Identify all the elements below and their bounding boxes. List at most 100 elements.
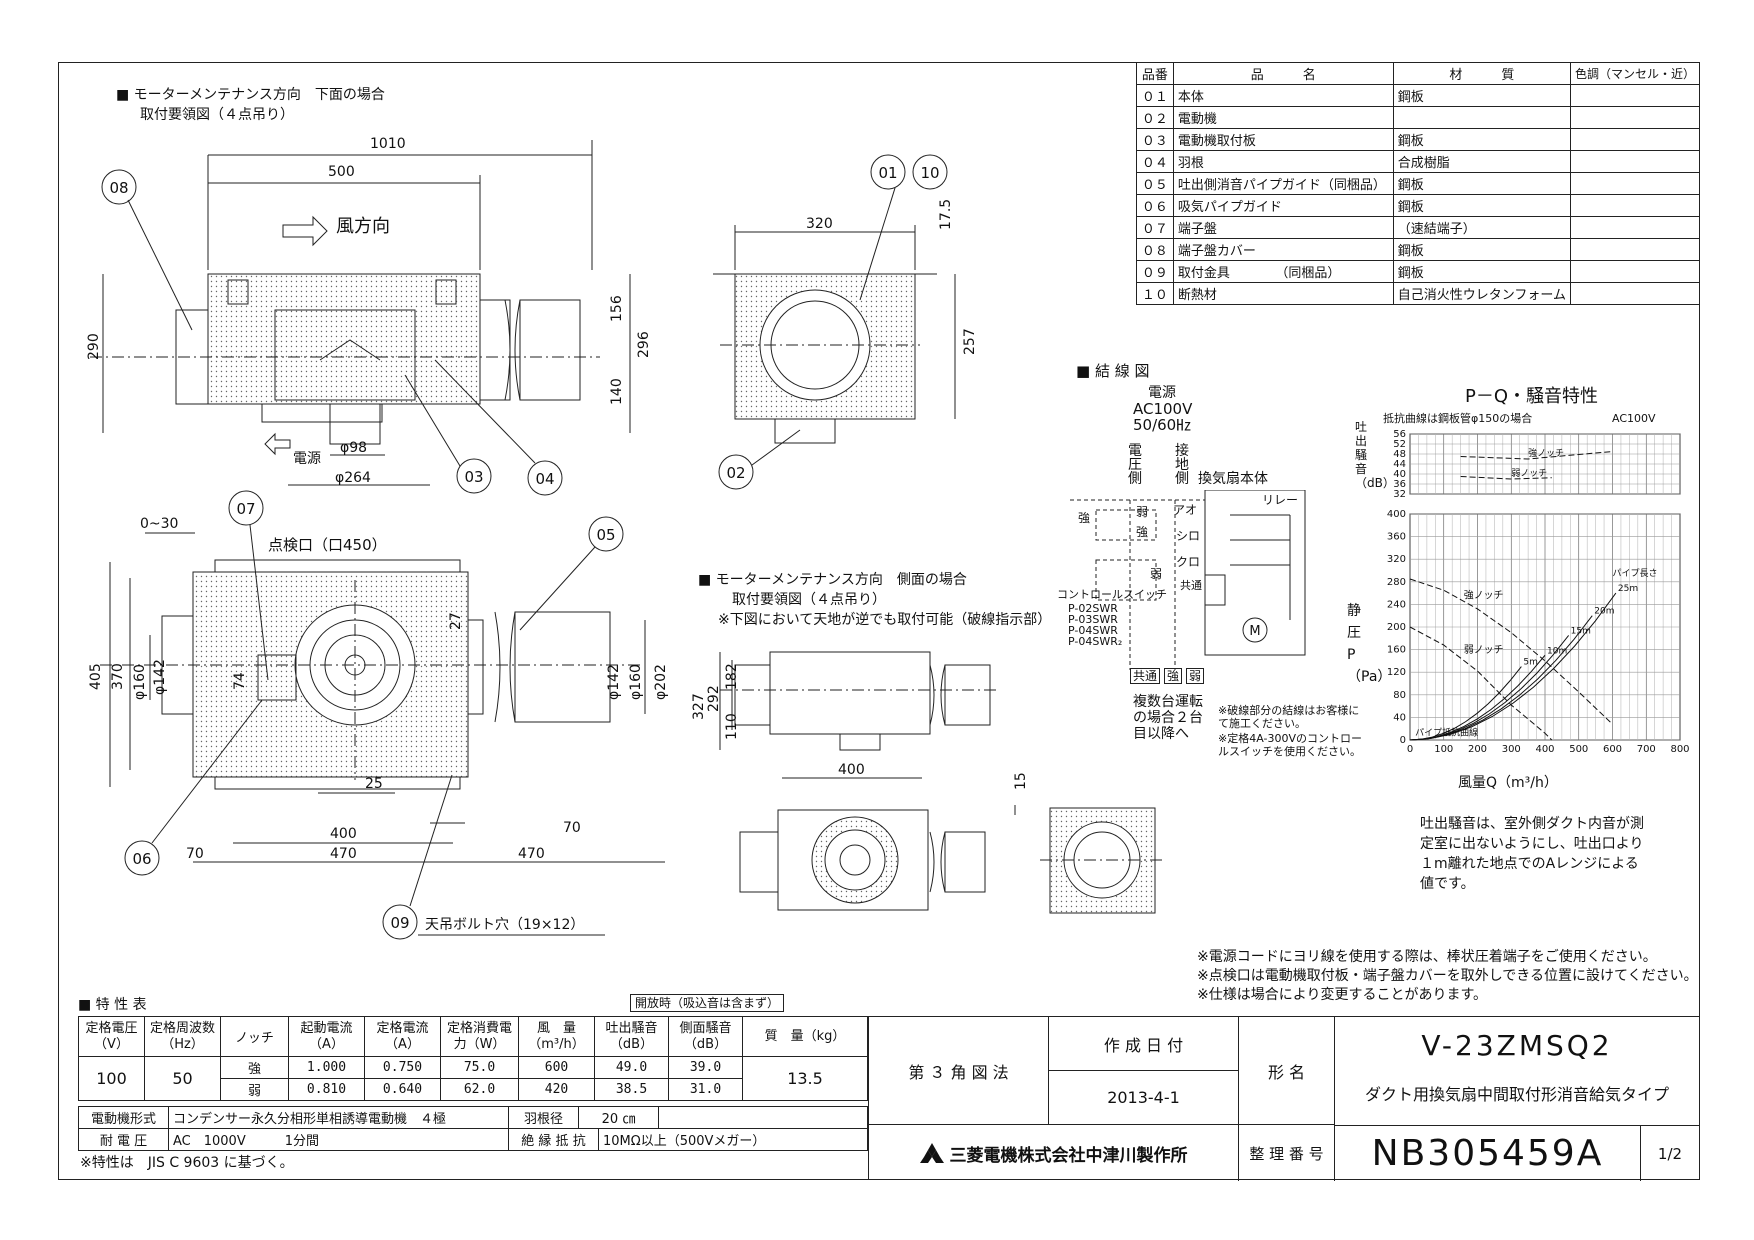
switch-model: P-03SWR [1068, 613, 1118, 626]
parts-no: ０７ [1136, 216, 1174, 239]
terminal-weak: 弱 [1186, 668, 1205, 684]
parts-name: 吐出側消音パイプガイド（同梱品） [1172, 172, 1394, 195]
spec-notch: 弱 [220, 1078, 289, 1101]
parts-no: ０３ [1136, 128, 1174, 151]
x-tick-label: 600 [1603, 744, 1622, 755]
x-tick-label: 800 [1670, 744, 1689, 755]
parts-material: 鋼板 [1392, 194, 1571, 217]
parts-no: ０８ [1136, 238, 1174, 261]
spec-header-side-noise: 側面騒音（dB） [668, 1016, 743, 1057]
parts-name: 端子盤カバー [1172, 238, 1394, 261]
created-date: 2013-4-1 [1049, 1071, 1239, 1125]
spec-discharge-noise: 38.5 [594, 1078, 669, 1101]
motor-type-label: 電動機形式 [78, 1106, 169, 1129]
hanging-bolt-label: 天吊ボルト穴（19×12） [425, 917, 585, 933]
created-label: 作 成 日 付 [1049, 1017, 1239, 1071]
wiring-weak-1: 弱 [1136, 505, 1149, 519]
pressure-axis-label: 静圧P（Pa） [1347, 603, 1392, 685]
wiring-freq: 50/60㎐ [1133, 416, 1192, 434]
dim-257: 257 [962, 328, 978, 355]
balloon-06: 08 [109, 179, 128, 197]
resistance-curve-label: 5m [1523, 658, 1538, 668]
general-note: ※電源コードにヨリ線を使用する際は、棒状圧着端子をご使用ください。 [1197, 949, 1657, 965]
dim-74: 74 [232, 672, 248, 690]
dim-500: 500 [328, 164, 355, 180]
parts-no: １０ [1136, 282, 1174, 305]
spec-header-discharge-noise: 吐出騒音（dB） [594, 1016, 669, 1057]
x-axis-label: 風量Q（m³/h） [1458, 775, 1558, 791]
dim-phi98: φ98 [340, 440, 367, 456]
spec-discharge-noise: 49.0 [594, 1056, 669, 1079]
dim-320: 320 [806, 216, 833, 232]
spec-notch: 強 [220, 1056, 289, 1079]
dim-1010: 1010 [370, 136, 406, 152]
resistance-curve [1409, 592, 1617, 741]
parts-color [1569, 238, 1701, 261]
wiring-note-2: ※定格4A-300Vのコントロールスイッチを使用ください。 [1218, 732, 1362, 758]
parts-no: ０２ [1136, 106, 1174, 129]
dim-27: 27 [448, 612, 464, 630]
pressure-tick-label: 0 [1400, 735, 1406, 746]
spec-voltage: 100 [78, 1056, 145, 1101]
parts-no: ０９ [1136, 260, 1174, 283]
parts-material [1392, 106, 1571, 129]
spec-header-rated-current: 定格電流（A） [364, 1016, 441, 1057]
model-description: ダクト用換気扇中間取付形消音給気タイプ [1364, 1085, 1669, 1104]
parts-color [1569, 282, 1701, 305]
parts-name: 電動機取付板 [1172, 128, 1394, 151]
pq-series-line [1409, 626, 1553, 741]
parts-name: 断熱材 [1172, 282, 1394, 305]
spec-table: 定格電圧（V） 定格周波数（Hz） ノッチ 起動電流（A） 定格電流（A） 定格… [78, 1016, 868, 1101]
parts-material: 鋼板 [1392, 84, 1571, 107]
parts-header-color: 色調（マンセル・近） [1569, 62, 1701, 85]
chart-voltage: AC100V [1612, 412, 1656, 425]
dim-110: 110 [724, 713, 740, 740]
parts-name: 羽根 [1172, 150, 1394, 173]
spec-rated-current: 0.750 [364, 1056, 441, 1079]
spec-flow: 420 [518, 1078, 595, 1101]
pressure-tick-label: 240 [1387, 599, 1406, 610]
dim-140: 140 [609, 378, 625, 405]
switch-model: P-04SWR [1068, 624, 1118, 637]
pipe-resistance-label: パイプ抵抗曲線 [1415, 726, 1478, 738]
model-label: 形 名 [1239, 1017, 1335, 1125]
parts-no: ０６ [1136, 194, 1174, 217]
parts-header-material: 材 質 [1392, 62, 1571, 85]
maint-side-note: ※下図において天地が逆でも取付可能（破線指示部） [718, 612, 1052, 628]
switch-model: P-02SWR [1068, 602, 1118, 615]
wiring-note-1: ※破線部分の結線はお客様にて施工ください。 [1218, 704, 1360, 730]
resistance-curve [1409, 615, 1593, 741]
dim-0-30: 0~30 [140, 516, 178, 532]
spec-footnote: ※特性は JIS C 9603 に基づく。 [80, 1155, 294, 1171]
insulation-value: 10MΩ以上（500Vメガー） [598, 1128, 868, 1151]
parts-material: 鋼板 [1392, 128, 1571, 151]
wiring-title: ■ 結 線 図 [1076, 362, 1150, 380]
x-tick-label: 400 [1535, 744, 1554, 755]
dim-370: 370 [110, 663, 126, 690]
spec-header-start-current: 起動電流（A） [288, 1016, 365, 1057]
drawing-frame [58, 62, 1700, 1180]
dim-phi142-a: φ142 [152, 659, 168, 695]
blade-label: 羽根径 [508, 1106, 579, 1129]
motor-symbol: M [1249, 624, 1260, 639]
spec-header-flow: 風 量（m³/h） [518, 1016, 595, 1057]
maint-side-title: ■ モーターメンテナンス方向 側面の場合 [698, 572, 967, 588]
mitsubishi-logo-icon [919, 1143, 944, 1163]
parts-color [1569, 260, 1701, 283]
parts-color [1569, 84, 1701, 107]
spec-rated-current: 0.640 [364, 1078, 441, 1101]
x-tick-label: 200 [1468, 744, 1487, 755]
switch-model: P-04SWR₂ [1068, 635, 1123, 648]
pq-chart: 3236404448525604080120160200240280320360… [1387, 429, 1690, 755]
pressure-tick-label: 160 [1387, 645, 1406, 656]
parts-color [1569, 216, 1701, 239]
spec-table-footer: 電動機形式 コンデンサー永久分相形単相誘導電動機 ４極 羽根径 20 ㎝ [78, 1106, 868, 1129]
parts-no: ０１ [1136, 84, 1174, 107]
company-cell: 三菱電機株式会社中津川製作所 [869, 1125, 1239, 1181]
spec-power: 62.0 [440, 1078, 519, 1101]
